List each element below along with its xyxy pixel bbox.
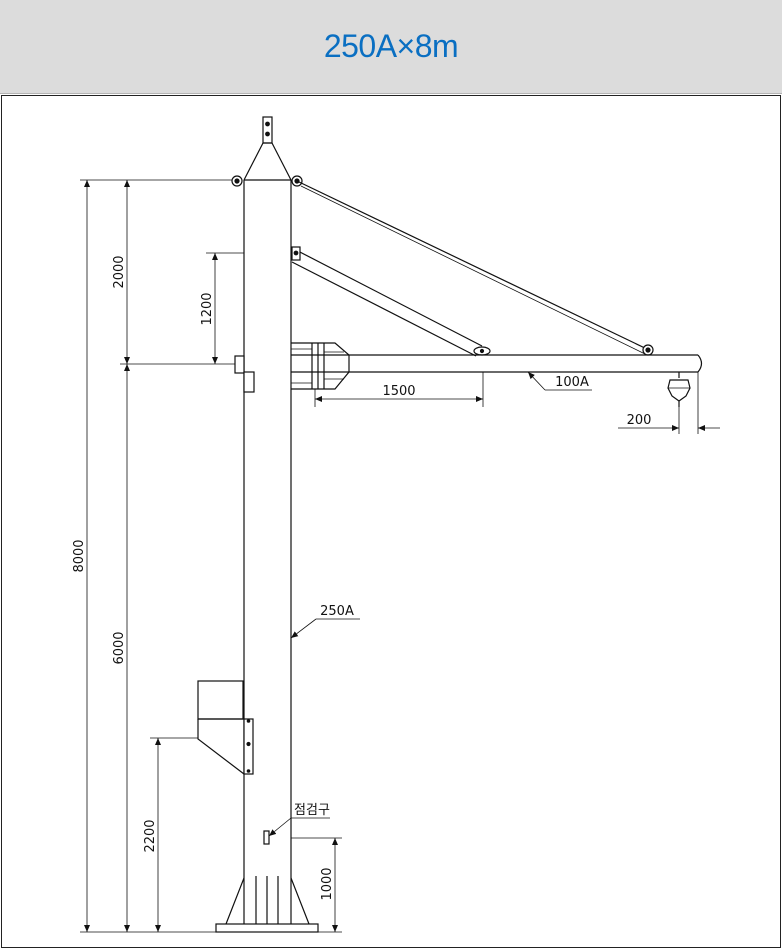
dim-200 (618, 372, 720, 434)
arm-pipe-label: 100A (555, 375, 589, 390)
dim-1000-label: 1000 (320, 867, 335, 900)
dim-8000-label: 8000 (72, 539, 87, 572)
tie-rod (296, 180, 650, 351)
dim-2200 (150, 737, 198, 932)
title-bar: 250A×8m (0, 0, 782, 94)
mast-bracket-upper (234, 355, 245, 374)
hoist-hook (667, 372, 691, 407)
mast-bracket-lower (243, 371, 255, 393)
dim-6000-label: 6000 (112, 631, 127, 664)
dim-1500-label: 1500 (382, 384, 415, 399)
leader-250a (290, 618, 360, 639)
dim-1200-label: 1200 (200, 292, 215, 325)
leader-100a (527, 371, 592, 391)
dim-2000-label: 2000 (112, 255, 127, 288)
dim-200-label: 200 (627, 413, 652, 428)
control-panel (197, 680, 254, 775)
leader-inspection (268, 817, 330, 837)
dim-8000 (80, 179, 232, 933)
top-pin-left (231, 175, 243, 187)
base-plate (215, 876, 319, 933)
arm-pipe (291, 354, 703, 373)
inspection-port (263, 830, 270, 845)
slewing-collar (291, 342, 350, 390)
dim-2200-label: 2200 (143, 819, 158, 852)
mast-head (243, 116, 292, 181)
drawing-frame (1, 95, 781, 948)
inspection-port-label: 점검구 (294, 803, 330, 818)
tie-rod-pin (642, 344, 654, 356)
dim-1500 (314, 372, 484, 407)
dim-1200 (206, 252, 244, 364)
dim-1000 (291, 837, 342, 933)
mast-column (243, 179, 292, 932)
mast-pipe-label: 250A (320, 604, 354, 619)
diagonal-brace (291, 246, 491, 357)
page-title: 250A×8m (323, 28, 459, 64)
dim-2000 (120, 180, 235, 365)
